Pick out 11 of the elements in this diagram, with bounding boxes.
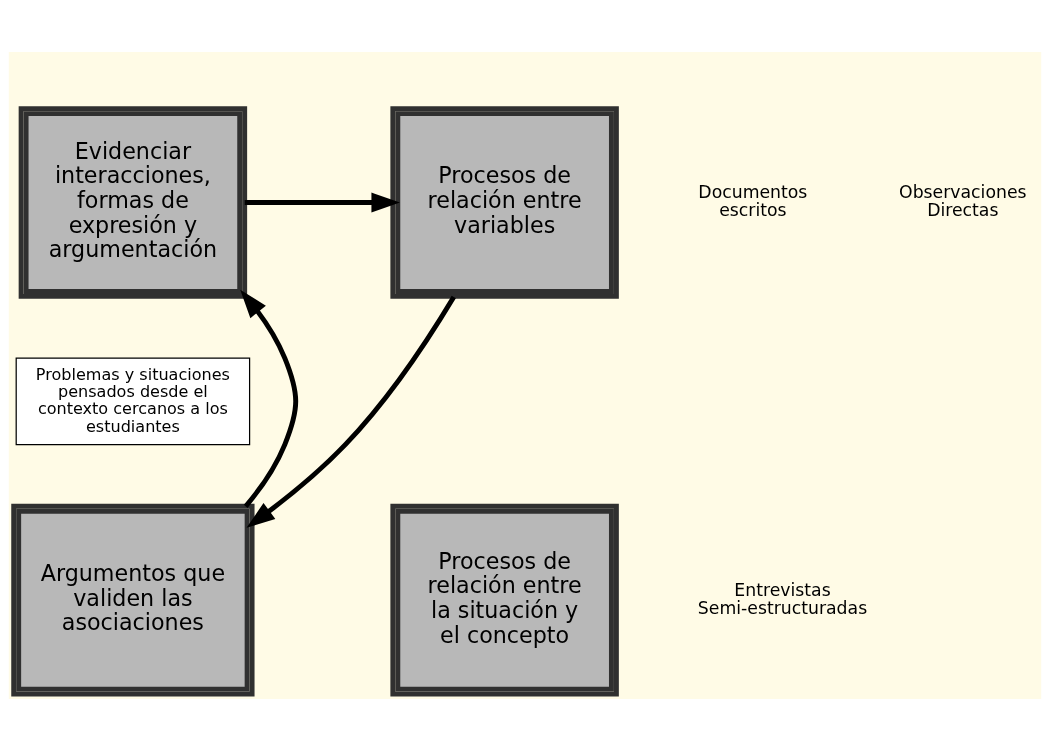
node-box: Procesos de relación entre la situación y el concepto <box>390 503 619 697</box>
label: Documentos escritos <box>698 181 808 221</box>
arrow <box>246 295 456 528</box>
label: Observaciones Directas <box>899 181 1027 221</box>
node-box: Evidenciar interacciones, formas de expresión y argumentación <box>18 106 248 299</box>
node-box: Argumentos que validen las asociaciones <box>11 503 255 697</box>
arrow <box>240 289 299 508</box>
node-box: Problemas y situaciones pensados desde el contexto cercanos a los estudiantes <box>15 357 251 446</box>
arrow <box>244 192 400 213</box>
node-box: Procesos de relación entre variables <box>390 106 619 299</box>
label: Entrevistas Semi-estructuradas <box>697 579 868 619</box>
